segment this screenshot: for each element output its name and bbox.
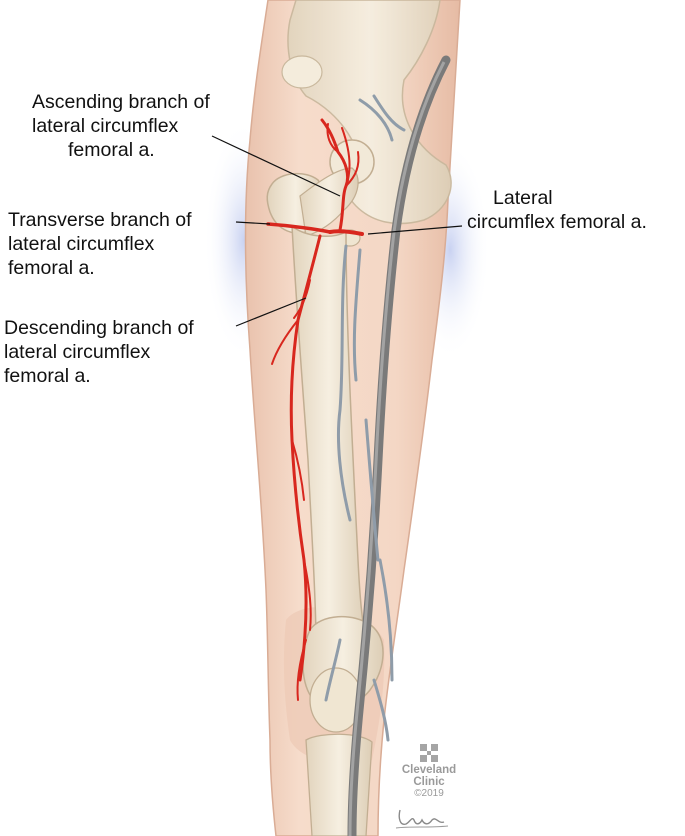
label-line: circumflex femoral a. [467, 210, 647, 234]
iliac-spine [282, 56, 322, 88]
label-line: lateral circumflex [32, 114, 210, 138]
label-line: Ascending branch of [32, 90, 210, 114]
label-line: femoral a. [8, 256, 192, 280]
label-line: Transverse branch of [8, 208, 192, 232]
label-lateral-circumflex: Lateral circumflex femoral a. [467, 186, 647, 234]
logo-line-1: Cleveland [396, 764, 462, 776]
artist-signature [392, 804, 452, 832]
label-transverse-branch: Transverse branch of lateral circumflex … [8, 208, 192, 280]
label-descending-branch: Descending branch of lateral circumflex … [4, 316, 194, 388]
label-line: femoral a. [4, 364, 194, 388]
logo-line-2: Clinic [396, 776, 462, 788]
tibia [306, 734, 372, 836]
label-line: lateral circumflex [8, 232, 192, 256]
label-ascending-branch: Ascending branch of lateral circumflex f… [32, 90, 210, 162]
label-line: Descending branch of [4, 316, 194, 340]
cleveland-clinic-mark-icon [420, 744, 438, 762]
label-line: femoral a. [32, 138, 210, 162]
logo-copyright: ©2019 [396, 788, 462, 800]
label-line: lateral circumflex [4, 340, 194, 364]
label-line: Lateral [467, 186, 647, 210]
cleveland-clinic-logo: Cleveland Clinic ©2019 [396, 744, 462, 800]
